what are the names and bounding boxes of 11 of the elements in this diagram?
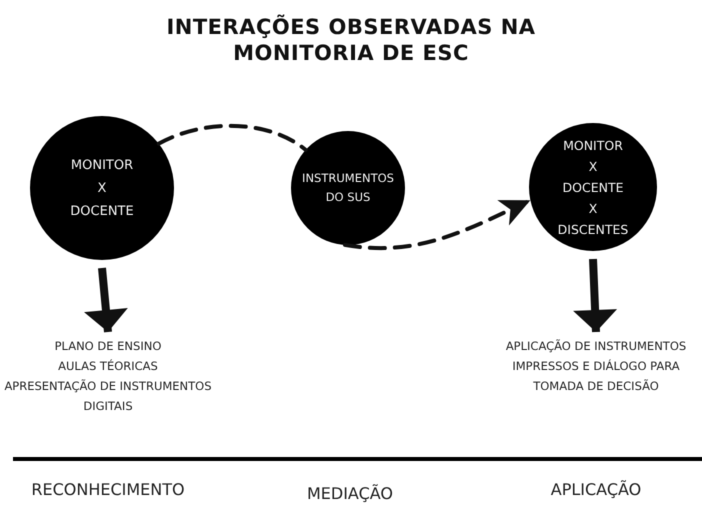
- node-label: MONITOR X DOCENTE: [70, 156, 134, 220]
- phase-label: APLICAÇÃO: [550, 480, 642, 499]
- node-label: INSTRUMENTOS DO SUS: [301, 170, 395, 206]
- phase-label: MEDIAÇÃO: [306, 484, 394, 503]
- description-text: AULAS TÉORICAS: [58, 358, 158, 375]
- description-text: PLANO DE ENSINO: [54, 338, 162, 355]
- title: INTERAÇÕES OBSERVADAS NA MONITORIA DE ESC: [165, 14, 537, 66]
- description-text: APLICAÇÃO DE INSTRUMENTOS IMPRESSOS E DIÁLOGO PARA TOMADA DE DECISÃO: [504, 338, 688, 395]
- description-text: APRESENTAÇÃO DE INSTRUMENTOS DIGITAIS: [3, 378, 213, 415]
- phase-label: RECONHECIMENTO: [31, 480, 185, 499]
- node-label: MONITOR X DOCENTE X DISCENTES: [558, 136, 628, 238]
